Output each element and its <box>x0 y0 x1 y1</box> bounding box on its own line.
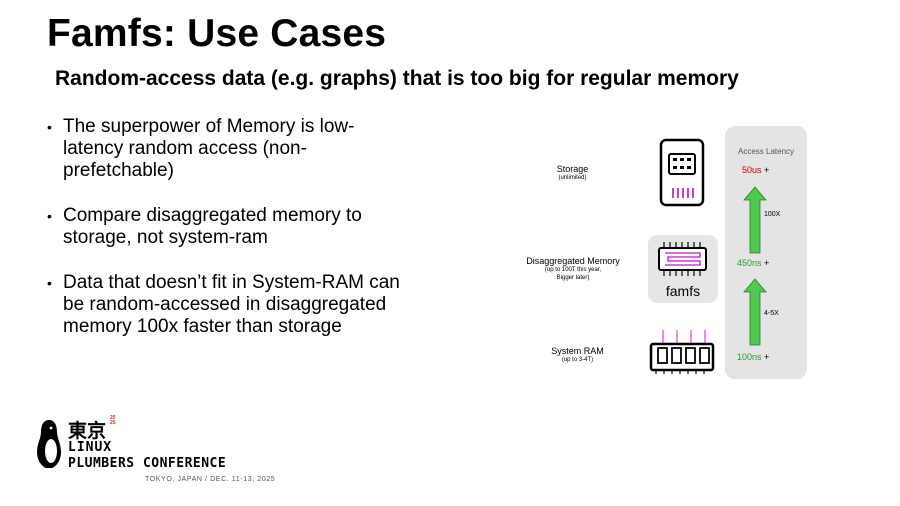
bullet-item: • Data that doesn’t fit in System-RAM can… <box>47 272 407 338</box>
bullet-dot-icon: • <box>47 119 52 135</box>
disagg-latency-plus: + <box>764 258 770 268</box>
bullet-text: Compare disaggregated memory to storage,… <box>63 205 362 248</box>
storage-label: Storage (unlimited) <box>535 164 610 182</box>
disaggregated-label-text: Disaggregated Memory <box>526 256 620 266</box>
bullet-item: • Compare disaggregated memory to storage… <box>47 205 407 249</box>
bullet-list: • The superpower of Memory is low-latency… <box>47 116 407 361</box>
disagg-latency-value: 450ns <box>737 258 762 268</box>
slide-subtitle: Random-access data (e.g. graphs) that is… <box>55 67 739 90</box>
famfs-badge: famfs <box>665 283 701 299</box>
latency-panel <box>725 126 807 379</box>
storage-note: (unlimited) <box>558 175 587 181</box>
slide-title: Famfs: Use Cases <box>47 12 387 55</box>
bullet-text: The superpower of Memory is low-latency … <box>63 116 355 181</box>
disaggregated-note-1: (up to 100T this year, <box>544 267 602 273</box>
bullet-dot-icon: • <box>47 275 52 291</box>
ratio-top: 100X <box>764 211 781 218</box>
storage-latency-value: 50us <box>742 165 762 175</box>
system-ram-label-text: System RAM <box>551 346 604 356</box>
bullet-dot-icon: • <box>47 208 52 224</box>
system-ram-label: System RAM (up to 3-4T) <box>535 346 620 364</box>
footer-kanji: 東京 <box>68 420 107 442</box>
latency-title: Access Latency <box>737 147 795 156</box>
memory-chip-icon <box>658 242 707 276</box>
system-ram-icon <box>649 330 715 374</box>
disaggregated-note-2: Bigger later) <box>556 275 590 281</box>
system-ram-note: (up to 3-4T) <box>561 357 594 363</box>
ram-latency-value: 100ns <box>737 352 762 362</box>
ram-latency-plus: + <box>764 352 770 362</box>
footer-line1: LINUX <box>68 440 113 455</box>
footer-line2: PLUMBERS CONFERENCE <box>68 456 227 471</box>
disaggregated-label: Disaggregated Memory (up to 100T this ye… <box>518 256 628 282</box>
footer-year: 2025 <box>110 415 116 426</box>
bullet-item: • The superpower of Memory is low-latency… <box>47 116 407 182</box>
storage-latency-plus: + <box>764 165 770 175</box>
disagg-latency: 450ns + <box>737 258 769 268</box>
ratio-bottom: 4-5X <box>764 310 779 317</box>
storage-label-text: Storage <box>556 164 589 174</box>
arrow-up-icon <box>743 278 767 346</box>
arrow-up-icon <box>743 186 767 254</box>
ram-latency: 100ns + <box>737 352 769 362</box>
footer-location: TOKYO, JAPAN / DEC. 11-13, 2025 <box>145 476 276 483</box>
storage-latency: 50us + <box>742 165 769 175</box>
bullet-text: Data that doesn’t fit in System-RAM can … <box>63 272 400 337</box>
penguin-logo-icon <box>37 420 61 468</box>
storage-drive-icon <box>659 138 705 207</box>
